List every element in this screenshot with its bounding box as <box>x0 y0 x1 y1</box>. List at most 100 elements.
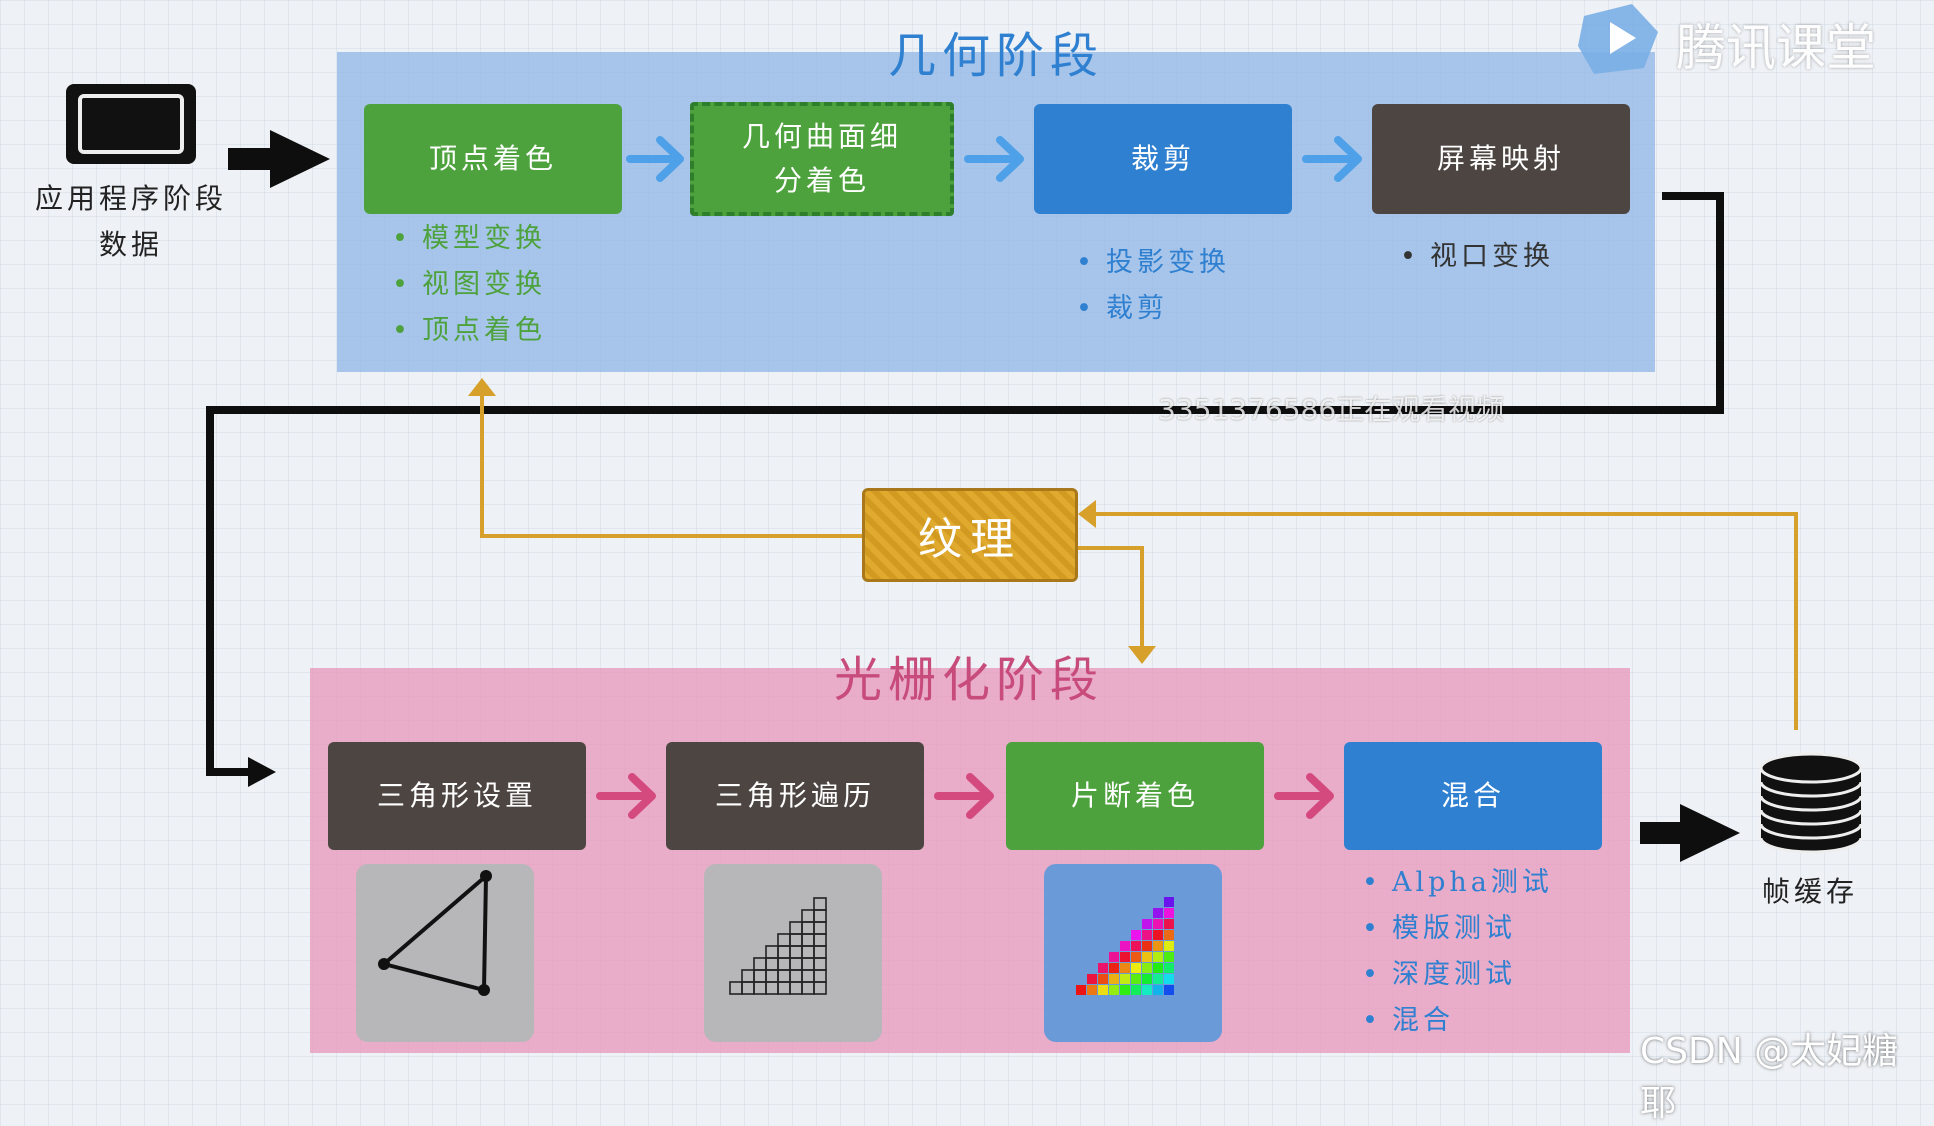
color-cell <box>1142 941 1152 951</box>
grid-cell <box>813 969 827 983</box>
color-cell <box>1098 974 1108 984</box>
color-cell <box>1153 974 1163 984</box>
grid-cell <box>801 981 815 995</box>
grid-cell <box>777 969 791 983</box>
grid-cell <box>813 981 827 995</box>
app-to-geometry-arrowhead <box>270 130 330 188</box>
list-item: •视图变换 <box>392 269 546 300</box>
grid-cell <box>801 933 815 947</box>
framebuffer-label: 帧缓存 <box>1761 875 1858 908</box>
color-cell <box>1131 941 1141 951</box>
tessellation-shader-box: 几何曲面细分着色 <box>690 102 954 216</box>
list-item: •Alpha测试 <box>1362 867 1553 898</box>
color-cell <box>1131 963 1141 973</box>
grid-cell <box>813 909 827 923</box>
color-cell <box>1153 952 1163 962</box>
color-cell <box>1153 919 1163 929</box>
triangle-icon <box>378 870 492 996</box>
color-cell <box>1142 985 1152 995</box>
traversal-thumbnail <box>704 864 882 1042</box>
color-cell <box>1131 952 1141 962</box>
grid-cell <box>789 933 803 947</box>
grid-cell <box>765 969 779 983</box>
vertex-shader-bullets: •模型变换 •视图变换 •顶点着色 <box>392 216 546 354</box>
color-cell <box>1153 985 1163 995</box>
blend-to-framebuffer-arrowhead <box>1680 804 1740 862</box>
fragment-shader-box: 片断着色 <box>1006 742 1264 850</box>
color-cell <box>1153 963 1163 973</box>
grid-cell <box>801 957 815 971</box>
grid-cell <box>765 945 779 959</box>
color-cell <box>1120 974 1130 984</box>
play-logo-icon <box>1578 4 1658 74</box>
grid-cell <box>801 969 815 983</box>
clipping-bullets: •投影变换 •裁剪 <box>1076 240 1230 332</box>
color-cell <box>1120 963 1130 973</box>
grid-cell <box>801 909 815 923</box>
texture-to-vertex-arrowhead <box>468 378 496 396</box>
list-item: •模型变换 <box>392 223 546 254</box>
list-item: •投影变换 <box>1076 247 1230 278</box>
color-cell <box>1164 974 1174 984</box>
viewer-notice: 3351376586正在观看视频 <box>1158 393 1505 426</box>
app-stage: 应用程序阶段 数据 <box>28 80 234 261</box>
list-item: •混合 <box>1362 1005 1454 1036</box>
vertex-shader-box: 顶点着色 <box>364 104 622 214</box>
grid-cell <box>765 981 779 995</box>
color-cell <box>1164 897 1174 907</box>
connector-lines <box>206 130 1798 862</box>
arrow-clipping-to-screen-mapping <box>1302 136 1362 182</box>
color-cell <box>1109 974 1119 984</box>
color-cell <box>1164 985 1174 995</box>
grid-cell <box>777 933 791 947</box>
color-cell <box>1142 930 1152 940</box>
texture-to-raster-line <box>1078 546 1144 648</box>
color-cell <box>1131 985 1141 995</box>
color-cell <box>1164 919 1174 929</box>
clipping-box: 裁剪 <box>1034 104 1292 214</box>
grid-cell <box>753 957 767 971</box>
grid-cell <box>729 981 743 995</box>
color-cell <box>1153 941 1163 951</box>
grid-cell <box>813 945 827 959</box>
texture-to-raster-arrowhead <box>1128 646 1156 664</box>
color-cell <box>1164 941 1174 951</box>
color-cell <box>1164 930 1174 940</box>
list-item: •模版测试 <box>1362 913 1516 944</box>
grid-cell <box>813 957 827 971</box>
grid-cell <box>741 981 755 995</box>
color-cell <box>1120 941 1130 951</box>
color-cell <box>1098 985 1108 995</box>
triangle-traversal-box: 三角形遍历 <box>666 742 924 850</box>
color-cell <box>1164 908 1174 918</box>
framebuffer-to-texture-line <box>1092 512 1798 730</box>
color-cell <box>1076 985 1086 995</box>
grid-cell <box>741 969 755 983</box>
csdn-watermark: CSDN @太妃糖耶 <box>1640 1031 1899 1124</box>
app-stage-label: 应用程序阶段 数据 <box>34 182 227 261</box>
list-item: •深度测试 <box>1362 959 1516 990</box>
grid-cell <box>753 981 767 995</box>
grid-cell <box>777 981 791 995</box>
film-strip-icon <box>66 84 196 164</box>
grid-cell <box>813 921 827 935</box>
grid-cell <box>765 957 779 971</box>
loop-arrowhead <box>248 757 276 787</box>
triangle-setup-box: 三角形设置 <box>328 742 586 850</box>
grid-cell <box>777 945 791 959</box>
grid-cell <box>789 981 803 995</box>
screen-mapping-box: 屏幕映射 <box>1372 104 1630 214</box>
color-cell <box>1153 908 1163 918</box>
geometry-stage-title: 几何阶段 <box>888 28 1105 84</box>
color-cell <box>1153 930 1163 940</box>
blending-box: 混合 <box>1344 742 1602 850</box>
color-cell <box>1164 952 1174 962</box>
geometry-arrows <box>626 136 1362 182</box>
grid-cell <box>813 897 827 911</box>
color-cell <box>1087 974 1097 984</box>
color-cell <box>1142 963 1152 973</box>
grid-cell <box>789 957 803 971</box>
color-cell <box>1109 985 1119 995</box>
framebuffer-to-texture-arrowhead <box>1078 500 1096 528</box>
texture-box: 纹理 <box>862 488 1078 582</box>
